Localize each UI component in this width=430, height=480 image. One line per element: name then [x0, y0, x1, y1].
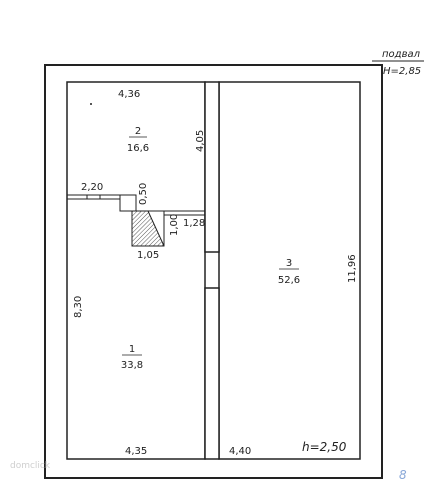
room-area: 16,6 — [127, 143, 149, 154]
room-number: 2 — [135, 126, 141, 137]
dim-stair-depth: 0,50 — [138, 183, 149, 205]
room-number: 3 — [286, 258, 292, 269]
floor-label: подвал — [382, 49, 421, 60]
dim-room2-width: 4,36 — [118, 89, 140, 100]
dim-room2-length: 4,05 — [195, 130, 206, 152]
dim-room1-width: 4,35 — [125, 446, 147, 457]
outer-wall — [44, 64, 383, 479]
stair-triangle — [147, 210, 165, 247]
middle-wall-upper — [204, 81, 220, 253]
corner-mark: 8 — [399, 468, 407, 480]
room-number: 1 — [129, 344, 135, 355]
middle-wall-lower — [204, 287, 220, 460]
stair-upper-step — [119, 194, 137, 212]
height-label: H=2,85 — [383, 66, 421, 77]
dot-mark — [90, 103, 92, 105]
watermark: domclick — [10, 461, 51, 471]
dim-room3-length: 11,96 — [347, 254, 358, 283]
room-area: 33,8 — [121, 360, 143, 371]
room-2-label: 2 16,6 — [127, 126, 149, 154]
dim-stair-width: 1,05 — [137, 250, 159, 261]
dim-room1-length: 8,30 — [73, 296, 84, 318]
ceiling-height: h=2,50 — [302, 440, 347, 454]
dim-corridor-width: 2,20 — [81, 182, 103, 193]
room-3-label: 3 52,6 — [278, 258, 300, 286]
room-1-label: 1 33,8 — [121, 344, 143, 371]
left-rooms-outline — [66, 81, 206, 460]
room-area: 52,6 — [278, 275, 300, 286]
dim-stair-length: 1,28 — [183, 218, 205, 229]
dim-stair-height: 1,00 — [169, 214, 180, 236]
dim-room3-width: 4,40 — [229, 446, 251, 457]
room-3-outline — [218, 81, 361, 460]
